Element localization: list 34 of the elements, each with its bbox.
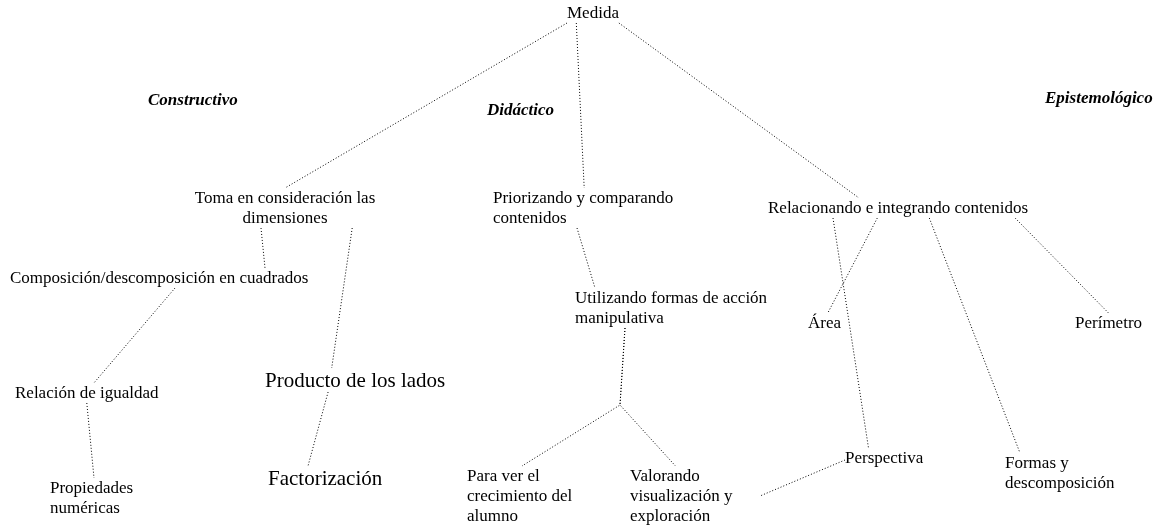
concept-text: Utilizando formas de acción manipulativa xyxy=(575,288,775,328)
concept-text: Relacionando e integrando contenidos xyxy=(768,198,1029,218)
concept-text: Propiedades numéricas xyxy=(50,478,160,518)
dotted-connector xyxy=(827,217,878,314)
dotted-connector xyxy=(86,402,95,479)
dotted-connector xyxy=(1014,217,1109,314)
concept-text: Relación de igualdad xyxy=(15,383,159,403)
dotted-connector xyxy=(93,287,176,384)
concept-text: Área xyxy=(808,313,842,333)
dotted-connector xyxy=(928,217,1021,454)
concept-text: Para ver el crecimiento del alumno xyxy=(467,466,577,526)
dotted-connector xyxy=(307,391,329,467)
category-label: Epistemológico xyxy=(1045,88,1153,108)
category-label: Constructivo xyxy=(148,90,238,110)
dotted-connector xyxy=(759,459,846,497)
concept-text: Valorando visualización y exploración xyxy=(630,466,760,526)
dotted-connector xyxy=(575,22,585,189)
dotted-connector xyxy=(284,22,568,189)
concept-text: Composición/descomposición en cuadrados xyxy=(10,268,310,288)
concept-text: Factorización xyxy=(268,466,383,490)
dotted-connector xyxy=(832,217,869,449)
dotted-connector xyxy=(618,22,860,199)
concept-text: Priorizando y comparando contenidos xyxy=(493,188,733,228)
dotted-connector xyxy=(331,227,353,369)
dotted-connector xyxy=(260,227,266,269)
concept-text: Toma en consideración las dimensiones xyxy=(165,188,405,228)
concept-text: Producto de los lados xyxy=(265,368,446,392)
dotted-connector xyxy=(619,327,676,467)
concept-text: Formas y descomposición xyxy=(1005,453,1155,493)
concept-text: Medida xyxy=(567,3,619,23)
category-label: Didáctico xyxy=(487,100,555,120)
concept-text: Perspectiva xyxy=(845,448,924,468)
concept-text: Perímetro xyxy=(1075,313,1143,333)
dotted-connector xyxy=(576,227,596,289)
